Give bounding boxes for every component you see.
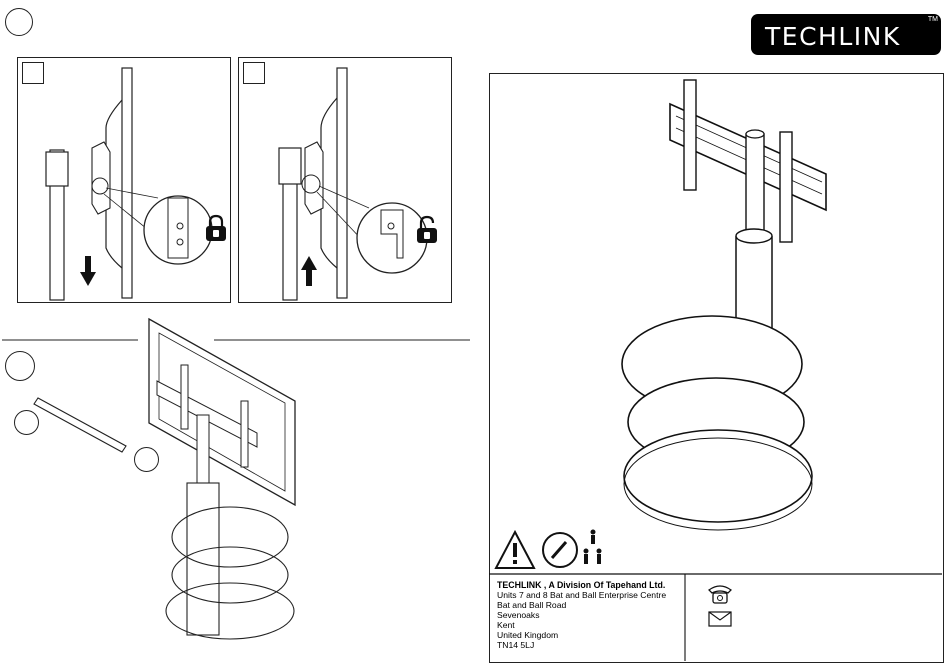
arrow-down-icon: [80, 256, 96, 286]
warning-triangle-icon: [494, 530, 536, 570]
company-address: TECHLINK , A Division Of Tapehand Ltd. U…: [497, 580, 666, 650]
panel-lock: [17, 57, 231, 303]
gauge-tool-icon: [540, 530, 580, 570]
step-circle-top: [5, 8, 33, 36]
unlock-illustration: [239, 58, 451, 302]
logo-trademark: TM: [928, 16, 938, 23]
tv-stand-assembly-illustration: [145, 315, 305, 640]
envelope-icon: [708, 611, 732, 627]
logo-text: TECHLINK: [765, 22, 901, 51]
address-line: TN14 5LJ: [497, 640, 666, 650]
cable-cover-illustration: [30, 400, 130, 460]
lock-closed-icon: [205, 215, 227, 241]
telephone-icon: [706, 583, 734, 605]
company-name: TECHLINK , A Division Of Tapehand Ltd.: [497, 580, 666, 590]
address-line: Kent: [497, 620, 666, 630]
panel-unlock: [238, 57, 452, 303]
address-line: United Kingdom: [497, 630, 666, 640]
address-line: Sevenoaks: [497, 610, 666, 620]
lock-illustration: [18, 58, 230, 302]
persons-icon: [580, 528, 606, 568]
techlink-logo: TECHLINK TM: [751, 14, 941, 55]
arrow-up-icon: [301, 256, 317, 286]
step-circle-2: [5, 351, 35, 381]
product-stand-illustration: [608, 76, 848, 536]
address-line: Units 7 and 8 Bat and Ball Enterprise Ce…: [497, 590, 666, 600]
lock-open-icon: [416, 216, 440, 244]
address-line: Bat and Ball Road: [497, 600, 666, 610]
